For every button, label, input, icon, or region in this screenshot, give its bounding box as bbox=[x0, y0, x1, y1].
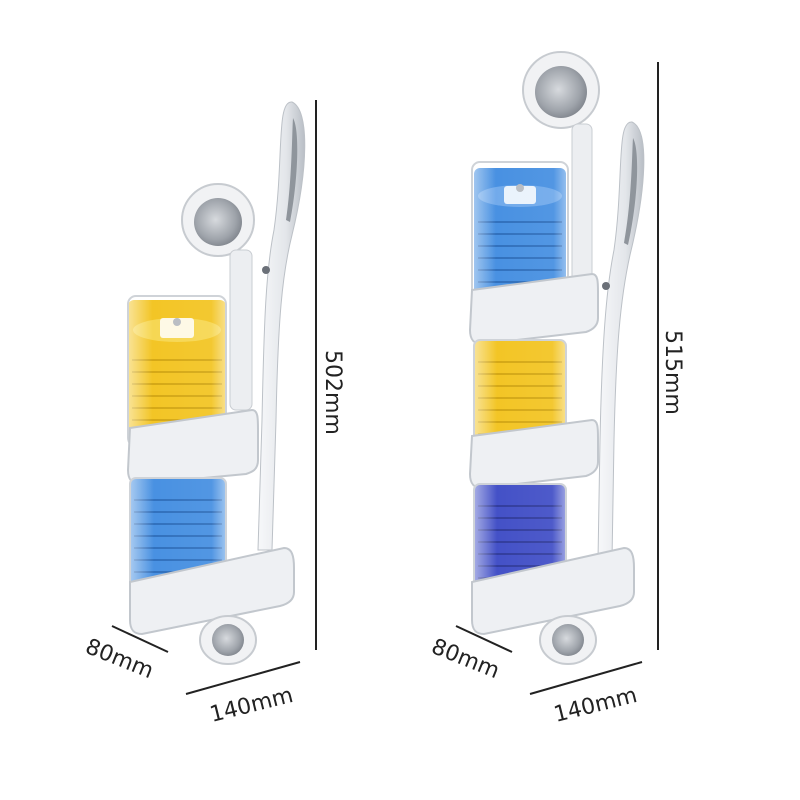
height-label-right: 515mm bbox=[660, 330, 685, 415]
cup-blue bbox=[129, 477, 227, 591]
wall-mount-knob bbox=[181, 183, 255, 411]
height-label-left: 502mm bbox=[320, 350, 345, 435]
width-label-left: 140mm bbox=[207, 683, 295, 728]
cup-yellow bbox=[127, 295, 227, 447]
width-line-left bbox=[185, 661, 301, 695]
scoop-arm bbox=[597, 121, 645, 561]
bottom-suction-knob bbox=[539, 615, 597, 665]
dimension-lines bbox=[111, 62, 659, 695]
holder-band-middle bbox=[468, 418, 599, 490]
base-tray bbox=[129, 546, 295, 636]
width-label-right: 140mm bbox=[551, 683, 639, 728]
bottom-suction-knob bbox=[199, 615, 257, 665]
cup-blue bbox=[471, 161, 569, 307]
product-three-tier bbox=[468, 51, 645, 665]
depth-line-left bbox=[111, 625, 169, 653]
cup-yellow bbox=[473, 339, 567, 453]
product-two-tier bbox=[126, 101, 306, 665]
wall-mount-knob bbox=[522, 51, 600, 315]
depth-line-right bbox=[455, 625, 513, 653]
base-tray bbox=[471, 546, 635, 636]
holder-band-upper bbox=[468, 272, 599, 346]
scoop-arm bbox=[257, 101, 306, 551]
width-line-right bbox=[529, 661, 643, 695]
